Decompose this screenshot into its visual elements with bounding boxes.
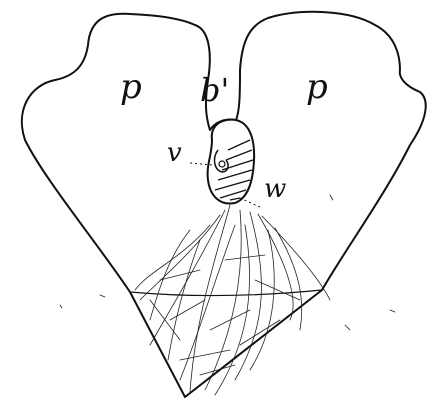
- seed: [208, 120, 255, 204]
- vein-fan: [135, 205, 330, 395]
- leader-w: [240, 198, 262, 208]
- leaf-outline: [22, 12, 426, 397]
- label-v: v: [167, 140, 182, 166]
- label-bud: b': [200, 74, 229, 106]
- label-petal-left: p: [120, 70, 142, 104]
- label-w: w: [264, 176, 286, 202]
- label-petal-right: p: [306, 70, 328, 104]
